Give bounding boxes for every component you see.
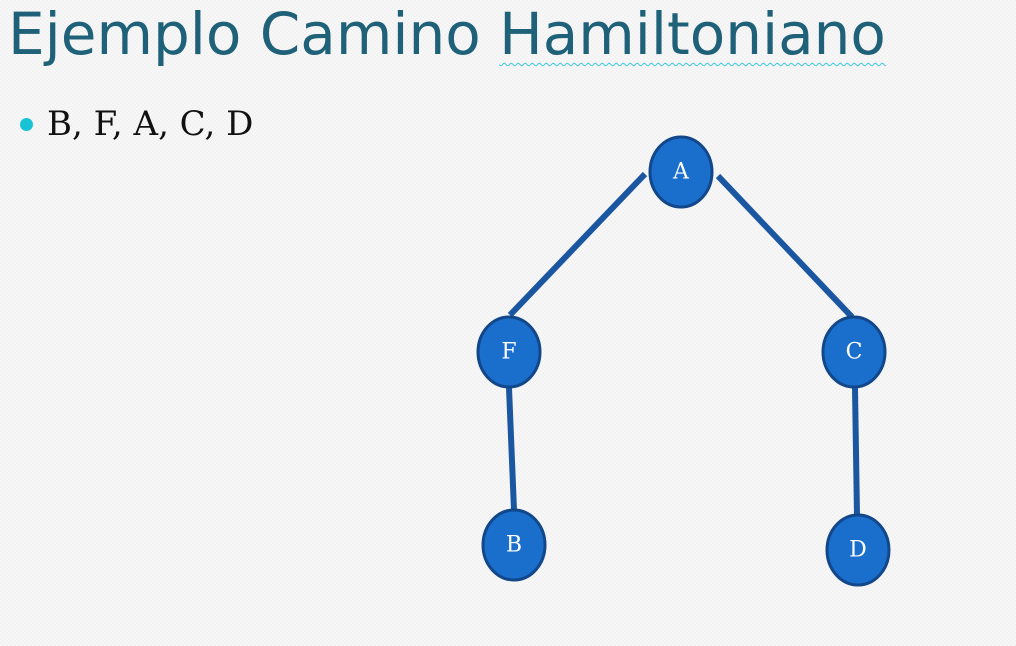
node-b-label: B [506,533,522,558]
bullet-dot-icon [20,117,33,131]
bullet-item: B, F, A, C, D [20,104,253,144]
slide-title: Ejemplo Camino Hamiltoniano [8,0,886,74]
node-f-label: F [501,340,516,365]
node-a-circle [648,135,714,209]
node-b-circle [481,508,547,582]
node-a: A [648,135,714,209]
node-c: C [821,315,887,389]
node-d-label: D [849,538,867,563]
edge-c-d [852,387,860,517]
edge-f-b [506,387,517,511]
node-a-label: A [672,160,690,185]
title-underlined-word: Hamiltoniano [499,0,886,68]
node-d: D [825,513,891,587]
node-b: B [481,508,547,582]
edge-a-c [715,173,855,320]
node-c-circle [821,315,887,389]
title-text: Ejemplo Camino [8,0,500,68]
node-c-label: C [846,340,863,365]
node-d-circle [825,513,891,587]
edge-a-f [507,171,648,318]
bullet-text: B, F, A, C, D [47,104,254,144]
edges [506,171,860,517]
node-f: F [476,315,542,389]
node-f-circle [476,315,542,389]
